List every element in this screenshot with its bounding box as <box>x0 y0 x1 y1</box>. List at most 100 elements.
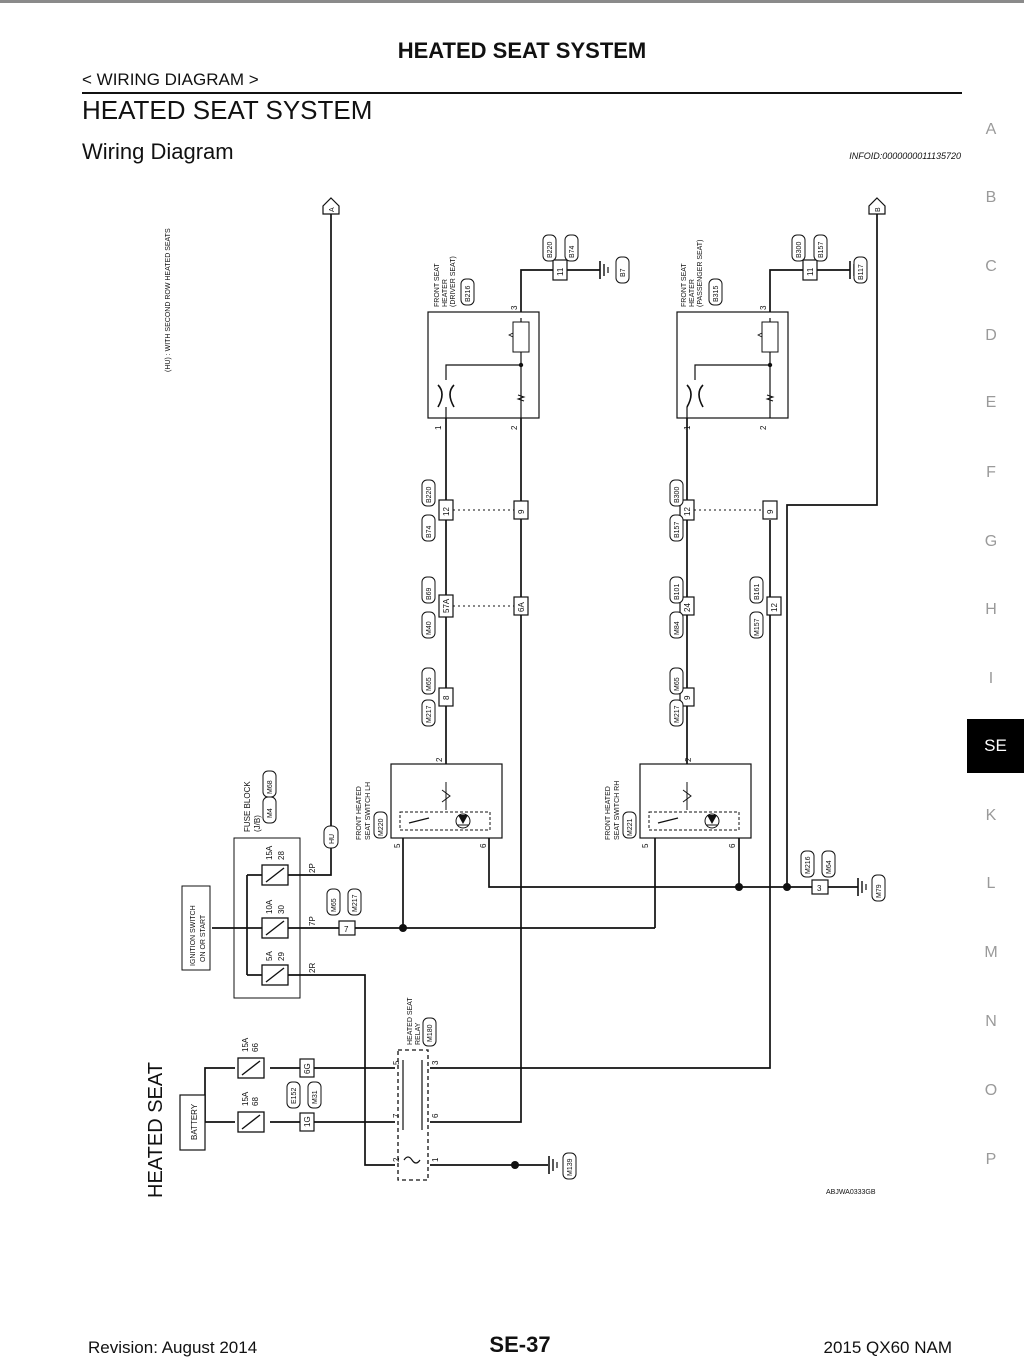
svg-text:HU: HU <box>329 834 336 844</box>
arrow-b: B <box>868 197 886 215</box>
ignition-switch: IGNITION SWITCH ON OR START <box>181 885 211 971</box>
svg-text:FRONT HEATED: FRONT HEATED <box>356 786 363 840</box>
svg-text:30: 30 <box>277 905 286 914</box>
connector-e152-m31: 6G 1G E152 M31 <box>286 1058 322 1132</box>
svg-text:B157: B157 <box>818 242 825 258</box>
side-index-d[interactable]: D <box>985 327 997 344</box>
svg-text:12: 12 <box>442 507 451 516</box>
svg-text:68: 68 <box>251 1097 260 1106</box>
heater-driver-seat: FRONT SEAT HEATER (DRIVER SEAT) B216 1 2… <box>427 256 540 430</box>
svg-text:B157: B157 <box>674 522 681 538</box>
side-index-f[interactable]: F <box>986 464 996 481</box>
hu-marker: HU <box>323 825 339 849</box>
svg-text:9: 9 <box>766 509 775 514</box>
svg-text:BATTERY: BATTERY <box>190 1103 199 1140</box>
svg-text:15A: 15A <box>265 845 274 860</box>
svg-text:3: 3 <box>510 305 519 310</box>
svg-text:SEAT SWITCH RH: SEAT SWITCH RH <box>614 781 621 840</box>
svg-text:9: 9 <box>683 695 692 700</box>
svg-text:(J/B): (J/B) <box>253 815 262 832</box>
side-index-se-active[interactable]: SE <box>967 719 1024 773</box>
side-index-m[interactable]: M <box>984 944 998 961</box>
footer-page-number: SE-37 <box>489 1332 551 1357</box>
svg-text:6A: 6A <box>517 602 526 612</box>
side-index-k[interactable]: K <box>985 807 997 824</box>
svg-text:FRONT SEAT: FRONT SEAT <box>434 263 441 307</box>
svg-text:2: 2 <box>684 757 693 762</box>
side-index-b[interactable]: B <box>985 189 997 206</box>
svg-text:7P: 7P <box>308 916 317 926</box>
svg-text:B101: B101 <box>674 584 681 600</box>
svg-text:HEATED SEAT: HEATED SEAT <box>407 997 414 1045</box>
side-index-l[interactable]: L <box>986 875 996 892</box>
diagram-side-title: HEATED SEAT <box>145 1062 167 1198</box>
passenger-connector-m217-m65: 9 M217 M65 <box>669 667 695 727</box>
side-index-i[interactable]: I <box>988 670 994 687</box>
svg-text:3: 3 <box>431 1060 440 1065</box>
svg-text:A: A <box>329 207 336 212</box>
wire-runs <box>204 213 878 1166</box>
svg-text:29: 29 <box>277 952 286 961</box>
side-index-c[interactable]: C <box>985 258 997 275</box>
side-index-o[interactable]: O <box>984 1082 998 1099</box>
svg-text:HEATER: HEATER <box>442 279 449 307</box>
svg-text:M157: M157 <box>754 618 761 636</box>
driver-connector-b74-b220: 12 9 B74 B220 <box>421 479 529 542</box>
ground-b7: 11 B220 B74 B7 <box>542 234 630 284</box>
svg-text:E152: E152 <box>291 1088 298 1104</box>
svg-text:ON OR START: ON OR START <box>200 914 207 962</box>
arrow-a: A <box>322 197 340 215</box>
heater-passenger-seat: FRONT SEAT HEATER (PASSENGER SEAT) B315 … <box>676 240 789 430</box>
svg-text:B69: B69 <box>426 587 433 600</box>
side-index-p[interactable]: P <box>985 1151 997 1168</box>
svg-text:RELAY: RELAY <box>415 1022 422 1045</box>
drawing-code: ABJWA0333GB <box>826 1189 876 1196</box>
svg-text:B161: B161 <box>754 584 761 600</box>
connector-m157-b161: 12 M157 B161 <box>749 576 782 639</box>
driver-connector-m217-m65: 8 M217 M65 <box>421 667 454 727</box>
side-index-h[interactable]: H <box>985 601 997 618</box>
svg-text:12: 12 <box>683 507 692 516</box>
svg-text:FRONT HEATED: FRONT HEATED <box>605 786 612 840</box>
svg-text:1: 1 <box>434 425 443 430</box>
svg-text:2P: 2P <box>308 863 317 873</box>
svg-text:9: 9 <box>517 509 526 514</box>
svg-text:SEAT SWITCH LH: SEAT SWITCH LH <box>365 782 372 840</box>
side-index-a[interactable]: A <box>985 121 997 138</box>
side-index-e[interactable]: E <box>985 394 997 411</box>
svg-text:FRONT SEAT: FRONT SEAT <box>681 263 688 307</box>
svg-text:B7: B7 <box>620 268 627 277</box>
svg-text:B74: B74 <box>569 245 576 258</box>
svg-text:12: 12 <box>770 603 779 612</box>
svg-text:FUSE BLOCK: FUSE BLOCK <box>243 781 252 832</box>
svg-text:M217: M217 <box>426 705 433 723</box>
top-border <box>0 0 1024 3</box>
svg-text:M221: M221 <box>627 818 634 836</box>
side-index-n[interactable]: N <box>985 1013 997 1030</box>
battery: BATTERY <box>179 1094 206 1151</box>
svg-text:B: B <box>875 207 882 212</box>
svg-text:M217: M217 <box>352 894 359 912</box>
breadcrumb[interactable]: < WIRING DIAGRAM > <box>82 70 259 89</box>
seat-switch-rh: FRONT HEATED SEAT SWITCH RH M221 2 5 6 <box>605 757 752 848</box>
svg-text:B315: B315 <box>713 286 720 302</box>
svg-text:B117: B117 <box>858 264 865 280</box>
side-index-g[interactable]: G <box>984 533 998 550</box>
svg-text:6: 6 <box>431 1113 440 1118</box>
svg-text:HEATER: HEATER <box>689 279 696 307</box>
footer-revision: Revision: August 2014 <box>88 1338 258 1357</box>
svg-text:B216: B216 <box>465 286 472 302</box>
svg-text:24: 24 <box>683 603 692 612</box>
svg-text:M4: M4 <box>267 808 274 818</box>
svg-text:B220: B220 <box>426 487 433 503</box>
svg-text:15A: 15A <box>241 1091 250 1106</box>
svg-text:IGNITION SWITCH: IGNITION SWITCH <box>190 905 197 966</box>
svg-text:10A: 10A <box>265 899 274 914</box>
page-header-title: HEATED SEAT SYSTEM <box>397 38 647 63</box>
header-rule <box>82 92 962 94</box>
svg-text:57A: 57A <box>442 598 451 613</box>
svg-text:M40: M40 <box>426 621 433 635</box>
svg-text:5: 5 <box>393 843 402 848</box>
subsection-title: Wiring Diagram <box>82 139 234 164</box>
